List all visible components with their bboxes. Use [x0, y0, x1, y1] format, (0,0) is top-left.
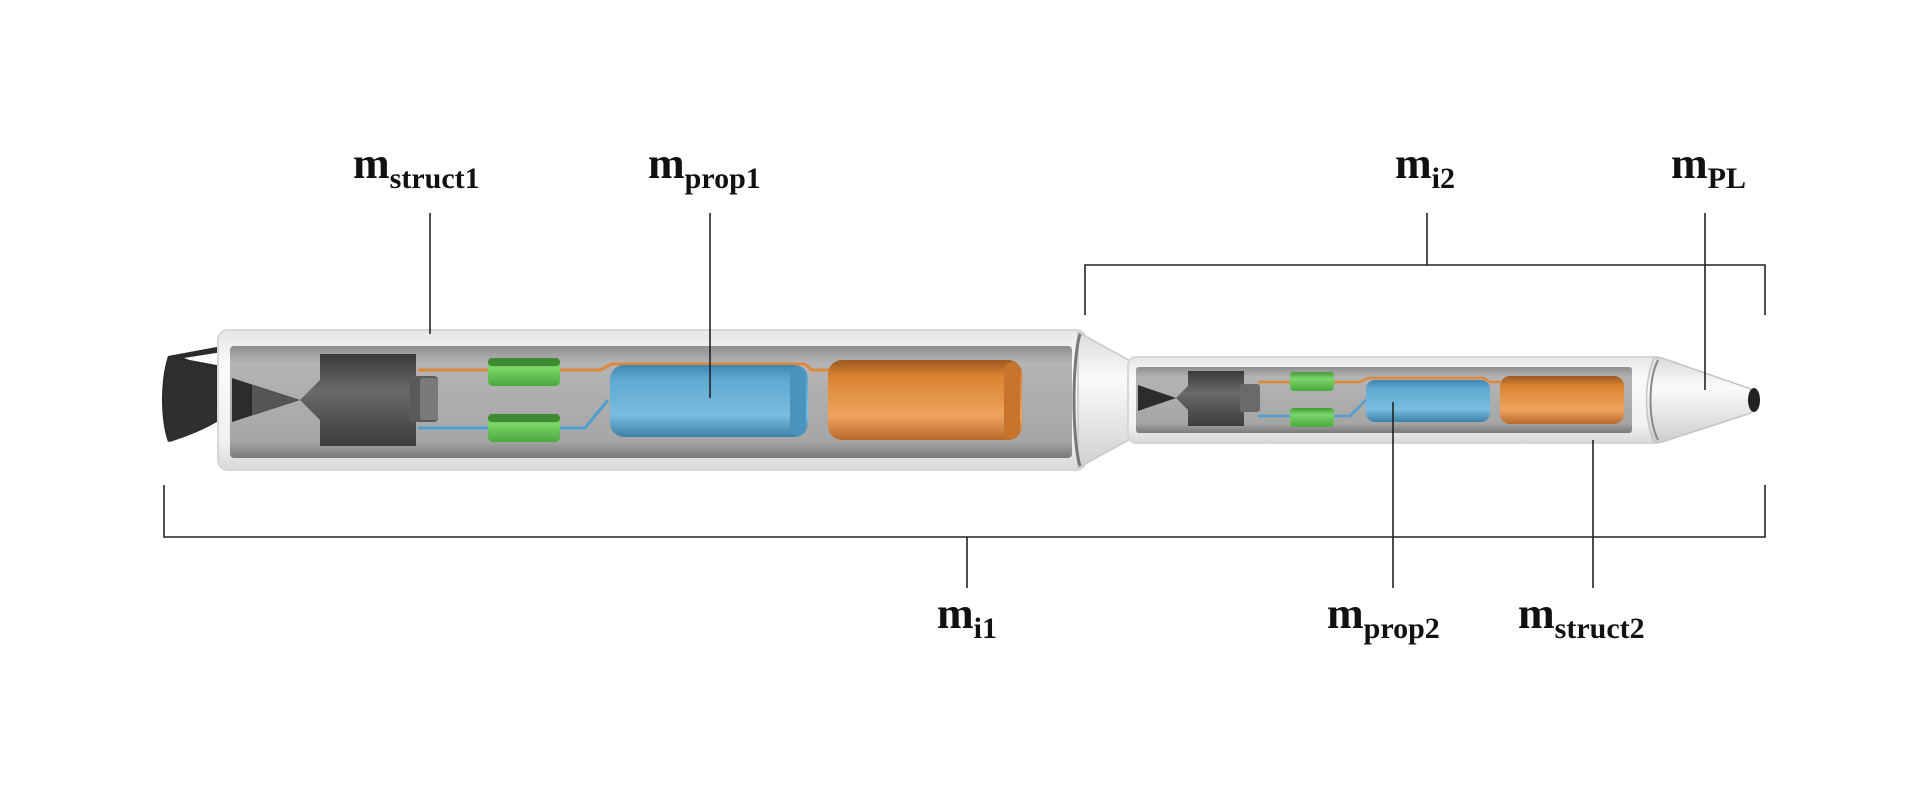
label-m-i2: mi2	[1395, 139, 1455, 195]
stage1-fuel-tank	[610, 365, 808, 437]
payload-fairing	[1645, 357, 1758, 443]
m-i1-bracket	[163, 485, 1766, 538]
label-m-i1: mi1	[937, 589, 997, 645]
stage2-oxidizer-line	[1258, 376, 1500, 384]
stage1-oxidizer-tank	[828, 360, 1022, 440]
label-m-pl: mPL	[1671, 139, 1746, 195]
stage2-valve-bottom	[1290, 408, 1334, 427]
stage2-engine	[1176, 371, 1244, 426]
stage1-valve-bottom	[488, 414, 560, 442]
label-m-prop2: mprop2	[1327, 589, 1440, 645]
interstage-adapter	[1077, 330, 1133, 470]
stage2-fuel-line	[1258, 397, 1369, 418]
label-m-struct1: mstruct1	[353, 139, 480, 195]
fairing-tip	[1748, 388, 1760, 412]
m-i2-bracket	[1084, 264, 1766, 315]
stage1-valve-top	[488, 358, 560, 386]
stage1-oxidizer-line	[418, 362, 830, 372]
stage1-engine	[300, 354, 416, 446]
stage2-fuel-tank	[1366, 380, 1490, 422]
stage1-fuel-line	[418, 399, 610, 430]
stage2-oxidizer-tank	[1500, 376, 1624, 424]
label-m-prop1: mprop1	[648, 139, 761, 195]
stage2-valve-top	[1290, 372, 1334, 391]
label-m-struct2: mstruct2	[1518, 589, 1645, 645]
stage1-nozzle-bell	[164, 358, 222, 442]
